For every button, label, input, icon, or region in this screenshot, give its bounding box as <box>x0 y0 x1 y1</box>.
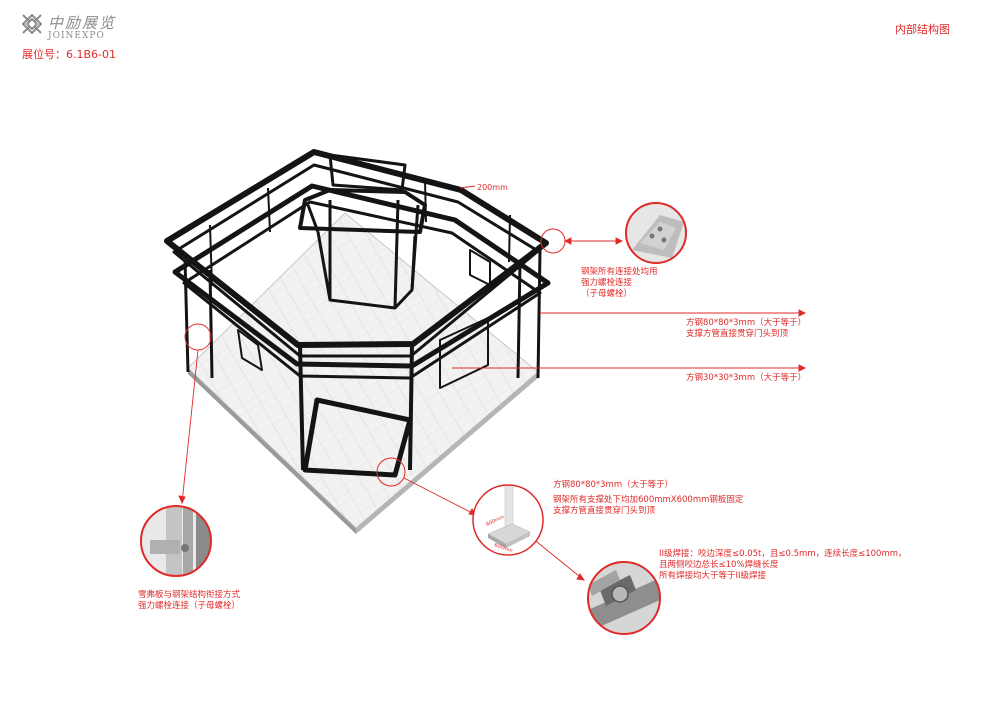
note-line: 方钢30*30*3mm（大于等于） <box>686 373 807 383</box>
note-line: 方钢80*80*3mm（大于等于） <box>686 318 807 328</box>
detail-welding <box>587 561 661 635</box>
dimension-200mm: 200mm <box>477 183 508 192</box>
detail-snowboard-connection <box>140 505 212 577</box>
logo-text-en: JOINEXPO <box>48 31 105 41</box>
note-line: 强力螺栓连接（子母螺栓） <box>138 601 241 611</box>
note-line: 钢架所有连接处均用 <box>581 267 658 277</box>
logo-icon <box>20 12 44 36</box>
steel-frame <box>164 149 551 478</box>
note-snowboard: 雪弗板与钢架结构衔接方式 强力螺栓连接（子母螺栓） <box>138 590 240 612</box>
note-line: 支撑方管直接贯穿门头到顶 <box>553 506 656 516</box>
note-line: 所有焊接均大于等于II级焊接 <box>659 571 767 581</box>
drawing-title: 内部结构图 <box>895 23 950 36</box>
detail-base-plate: 600mm 600mm <box>472 484 544 556</box>
logo-text-cn: 中励展览 <box>48 14 117 32</box>
note-square-steel-80: 方钢80*80*3mm（大于等于） 支撑方管直接贯穿门头到顶 <box>686 318 806 340</box>
note-base-plate: 方钢80*80*3mm（大于等于） 钢架所有支撑处下均加600mmX600mm钢… <box>553 480 743 517</box>
note-line: 雪弗板与钢架结构衔接方式 <box>138 590 241 600</box>
note-line: 方钢80*80*3mm（大于等于） <box>553 480 674 490</box>
note-welding: II级焊接：咬边深度≤0.05t，且≤0.5mm，连续长度≤100mm， 且两侧… <box>659 549 907 582</box>
note-line: 且两侧咬边总长≤10%焊缝长度 <box>659 560 779 570</box>
note-bolt-connection: 钢架所有连接处均用 强力螺栓连接 （子母螺栓） <box>581 267 658 300</box>
note-line: II级焊接：咬边深度≤0.05t，且≤0.5mm，连续长度≤100mm， <box>659 549 907 559</box>
floor-platform <box>187 212 539 534</box>
note-line: 钢架所有支撑处下均加600mmX600mm钢板固定 <box>553 495 744 505</box>
note-line: 支撑方管直接贯穿门头到顶 <box>686 329 789 339</box>
note-square-steel-30: 方钢30*30*3mm（大于等于） <box>686 373 806 384</box>
booth-number: 展位号：6.1B6-01 <box>22 48 117 61</box>
note-line: （子母螺栓） <box>581 289 633 299</box>
leader-lines <box>178 185 807 581</box>
note-line: 强力螺栓连接 <box>581 278 633 288</box>
detail-bolt-connection <box>625 202 687 264</box>
